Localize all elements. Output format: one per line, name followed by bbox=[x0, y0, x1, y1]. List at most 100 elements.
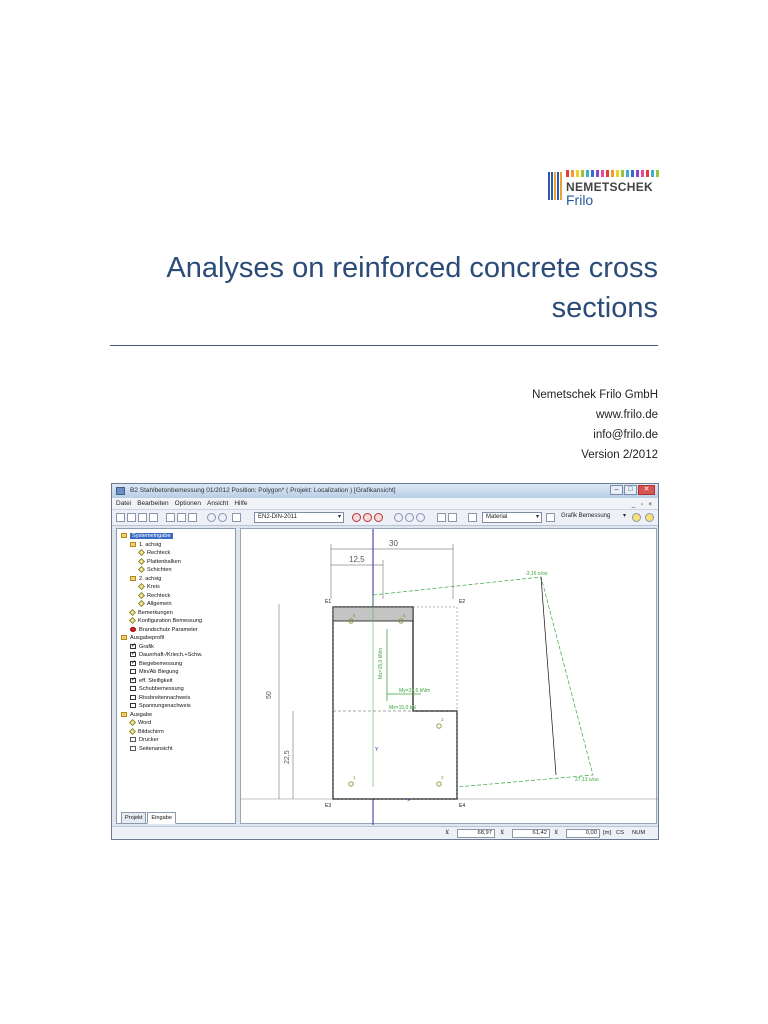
tree-item[interactable]: Allgemein bbox=[137, 599, 172, 608]
tree-item[interactable]: Brandschutz Parameter bbox=[130, 626, 198, 634]
company-name: Nemetschek Frilo GmbH bbox=[532, 389, 658, 401]
check-icon bbox=[130, 669, 136, 675]
tree-item[interactable]: Grafik bbox=[130, 642, 154, 651]
tree-item[interactable]: Rissbreitennachweis bbox=[130, 694, 190, 702]
check-icon bbox=[130, 686, 136, 692]
new-file-icon[interactable] bbox=[116, 513, 125, 522]
save-as-icon[interactable] bbox=[149, 513, 158, 522]
tree-item[interactable]: 2. achsig bbox=[130, 575, 161, 583]
undo-icon[interactable] bbox=[207, 513, 216, 522]
open-folder-icon[interactable] bbox=[127, 513, 136, 522]
zoom-out-icon[interactable] bbox=[416, 513, 425, 522]
close-icon[interactable]: ✕ bbox=[638, 485, 655, 495]
tree-item[interactable]: Biegebemessung bbox=[130, 659, 183, 668]
material-icon[interactable] bbox=[468, 513, 477, 522]
email-link[interactable]: info@frilo.de bbox=[593, 429, 658, 441]
tree-item[interactable]: Ausgabe bbox=[121, 711, 152, 719]
tree-item[interactable]: Schubbemessung bbox=[130, 685, 184, 693]
tree-item[interactable]: Konfiguration Bemessung bbox=[128, 616, 202, 625]
calc-all-icon[interactable] bbox=[374, 513, 383, 522]
logo-bar bbox=[560, 172, 562, 200]
logo-strip-bar bbox=[576, 170, 579, 177]
logo-bar bbox=[551, 172, 553, 200]
tree-item[interactable]: Seitenansicht bbox=[130, 745, 173, 753]
toolbar: EN2-DIN-2011▾ Material▾ Grafik Bemessung… bbox=[112, 510, 658, 526]
nemetschek-frilo-logo: NEMETSCHEK Frilo bbox=[548, 170, 660, 212]
color-2-icon[interactable] bbox=[645, 513, 654, 522]
menu-item-hilfe[interactable]: Hilfe bbox=[234, 500, 248, 507]
logo-strip-bar bbox=[566, 170, 569, 177]
logo-sub: Frilo bbox=[566, 192, 594, 208]
tab-eingabe[interactable]: Eingabe bbox=[147, 812, 176, 824]
menu-item-ansicht[interactable]: Ansicht bbox=[207, 500, 229, 507]
graphic-view-icon[interactable] bbox=[448, 513, 457, 522]
menu-item-optionen[interactable]: Optionen bbox=[174, 500, 202, 507]
diamond-icon bbox=[137, 591, 146, 599]
tree-item[interactable]: Min/Ab Biegung bbox=[130, 668, 179, 676]
logo-strip-bar bbox=[586, 170, 589, 177]
redo-icon[interactable] bbox=[218, 513, 227, 522]
logo-strip-bar bbox=[611, 170, 614, 177]
table-view-icon[interactable] bbox=[437, 513, 446, 522]
zoom-window-icon[interactable] bbox=[405, 513, 414, 522]
diamond-icon bbox=[137, 565, 146, 574]
logo-strip-bar bbox=[596, 170, 599, 177]
help-icon[interactable] bbox=[232, 513, 241, 522]
strain-top-label: -3,16 o/oo bbox=[525, 571, 548, 577]
norm-select[interactable]: EN2-DIN-2011▾ bbox=[254, 512, 344, 523]
zoom-in-icon[interactable] bbox=[394, 513, 403, 522]
logo-strip-bar bbox=[656, 170, 659, 177]
tree-item[interactable]: Systemeingabe bbox=[121, 532, 173, 540]
diamond-icon bbox=[137, 557, 146, 565]
drawing-canvas[interactable]: 30 12,5 50 22,5 E1 E2 E3 E4 1 2 bbox=[240, 528, 658, 825]
tree-item-label: Biegebemessung bbox=[139, 660, 183, 667]
dim-left-lower-label: 22,5 bbox=[284, 750, 291, 764]
logo-strip-bar bbox=[626, 170, 629, 177]
minimize-icon[interactable]: – bbox=[610, 485, 623, 495]
calc-icon[interactable] bbox=[352, 513, 361, 522]
tree-item[interactable]: Bildschirm bbox=[128, 727, 164, 736]
calc-detail-icon[interactable] bbox=[363, 513, 372, 522]
logo-bar bbox=[548, 172, 550, 200]
tree-item[interactable]: eff. Steifigkeit bbox=[130, 676, 173, 685]
tree-item[interactable]: Kreis bbox=[137, 582, 160, 591]
coord-y-value: 61,42 bbox=[512, 829, 550, 838]
menu-bar: Datei Bearbeiten Optionen Ansicht Hilfe _ ▫ × bbox=[112, 498, 658, 510]
checked-icon bbox=[130, 642, 136, 650]
chevron-down-icon: ▾ bbox=[622, 513, 626, 519]
bounding-box bbox=[332, 606, 458, 800]
tree-item[interactable]: Ausgabeprofil bbox=[121, 634, 164, 642]
tree-item[interactable]: Plattenbalken bbox=[137, 557, 181, 566]
menu-item-datei[interactable]: Datei bbox=[116, 500, 132, 507]
tree-item[interactable]: Bemerkungen bbox=[128, 608, 173, 617]
mdi-controls-icon[interactable]: _ ▫ × bbox=[631, 502, 654, 508]
tree-item-label: eff. Steifigkeit bbox=[139, 677, 173, 684]
tree-item[interactable]: Spannungsnachweis bbox=[130, 702, 191, 710]
diamond-icon bbox=[137, 548, 146, 557]
tree-item-label: Spannungsnachweis bbox=[139, 703, 191, 709]
print-icon[interactable] bbox=[166, 513, 175, 522]
website-link[interactable]: www.frilo.de bbox=[596, 409, 658, 421]
tree-item[interactable]: Word bbox=[128, 718, 151, 727]
tree-item[interactable]: 1. achsig bbox=[130, 541, 161, 549]
title-divider bbox=[110, 345, 658, 346]
material-select[interactable]: Material▾ bbox=[482, 512, 542, 523]
print-preview-icon[interactable] bbox=[177, 513, 186, 522]
view-select[interactable]: Grafik Bemessung▾ bbox=[558, 512, 628, 523]
tree-item[interactable]: Dauerhaft-/Kriech.+Schw. bbox=[130, 650, 203, 659]
tree-item[interactable]: Rechteck bbox=[137, 591, 170, 600]
tree-item[interactable]: Rechteck bbox=[137, 548, 170, 557]
diamond-icon bbox=[128, 727, 137, 735]
maximize-icon[interactable]: □ bbox=[624, 485, 637, 495]
tab-projekt[interactable]: Projekt bbox=[121, 812, 147, 824]
menu-item-bearbeiten[interactable]: Bearbeiten bbox=[137, 500, 169, 507]
rebar-2 bbox=[436, 781, 442, 787]
graphic-settings-icon[interactable] bbox=[546, 513, 555, 522]
tree-item-label: Grafik bbox=[139, 643, 154, 650]
save-icon[interactable] bbox=[138, 513, 147, 522]
tree-item[interactable]: Schichten bbox=[137, 565, 172, 574]
tree-item[interactable]: Drucker bbox=[130, 736, 159, 744]
color-icon[interactable] bbox=[632, 513, 641, 522]
word-icon[interactable] bbox=[188, 513, 197, 522]
rebar-5 bbox=[348, 618, 354, 624]
